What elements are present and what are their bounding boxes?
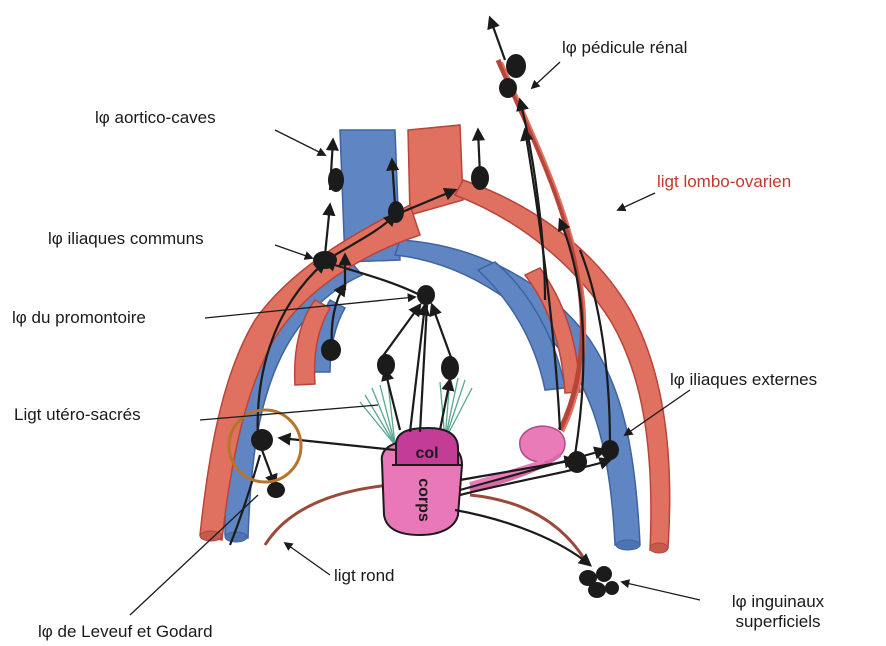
label-inguinaux: lφ inguinaux superficiels	[703, 592, 853, 632]
node-leveuf-godard	[267, 482, 285, 498]
col-label: col	[415, 445, 438, 462]
node-external-iliac-left	[251, 429, 273, 451]
node-external-iliac-right-1	[567, 451, 587, 473]
label-lombo-ovarien: ligt lombo-ovarien	[657, 172, 791, 192]
label-ligt-rond: ligt rond	[334, 566, 394, 586]
node-promontoire	[417, 285, 435, 305]
node-inguinal-4	[605, 581, 619, 595]
label-du-promontoire: lφ du promontoire	[12, 308, 146, 328]
node-aortico-cave-2	[388, 201, 404, 223]
node-internal-iliac-mid-left	[377, 354, 395, 376]
node-internal-iliac-mid-right	[441, 356, 459, 380]
node-internal-iliac-left	[321, 339, 341, 361]
label-utero-sacres: Ligt utéro-sacrés	[14, 405, 141, 425]
label-inguinaux-line1: lφ inguinaux	[703, 592, 853, 612]
label-iliaques-externes: lφ iliaques externes	[670, 370, 817, 390]
node-inguinal-2	[596, 566, 612, 582]
node-external-iliac-right-2	[601, 440, 619, 460]
node-iliaque-commun	[313, 251, 337, 269]
uterus: col corps	[382, 428, 462, 535]
node-inguinal-3	[588, 582, 606, 598]
node-aortico-cave-1	[328, 168, 344, 192]
label-pedicule-renal: lφ pédicule rénal	[562, 38, 687, 58]
label-aortico-caves: lφ aortico-caves	[95, 108, 216, 128]
label-iliaques-communs: lφ iliaques communs	[48, 229, 204, 249]
node-aortico-cave-3	[471, 166, 489, 190]
label-leveuf-godard: lφ de Leveuf et Godard	[38, 622, 213, 642]
node-pedicule-renal-1	[506, 54, 526, 78]
label-inguinaux-line2: superficiels	[703, 612, 853, 632]
corps-label: corps	[415, 478, 432, 522]
aorta	[408, 125, 463, 215]
node-pedicule-renal-2	[499, 78, 517, 98]
